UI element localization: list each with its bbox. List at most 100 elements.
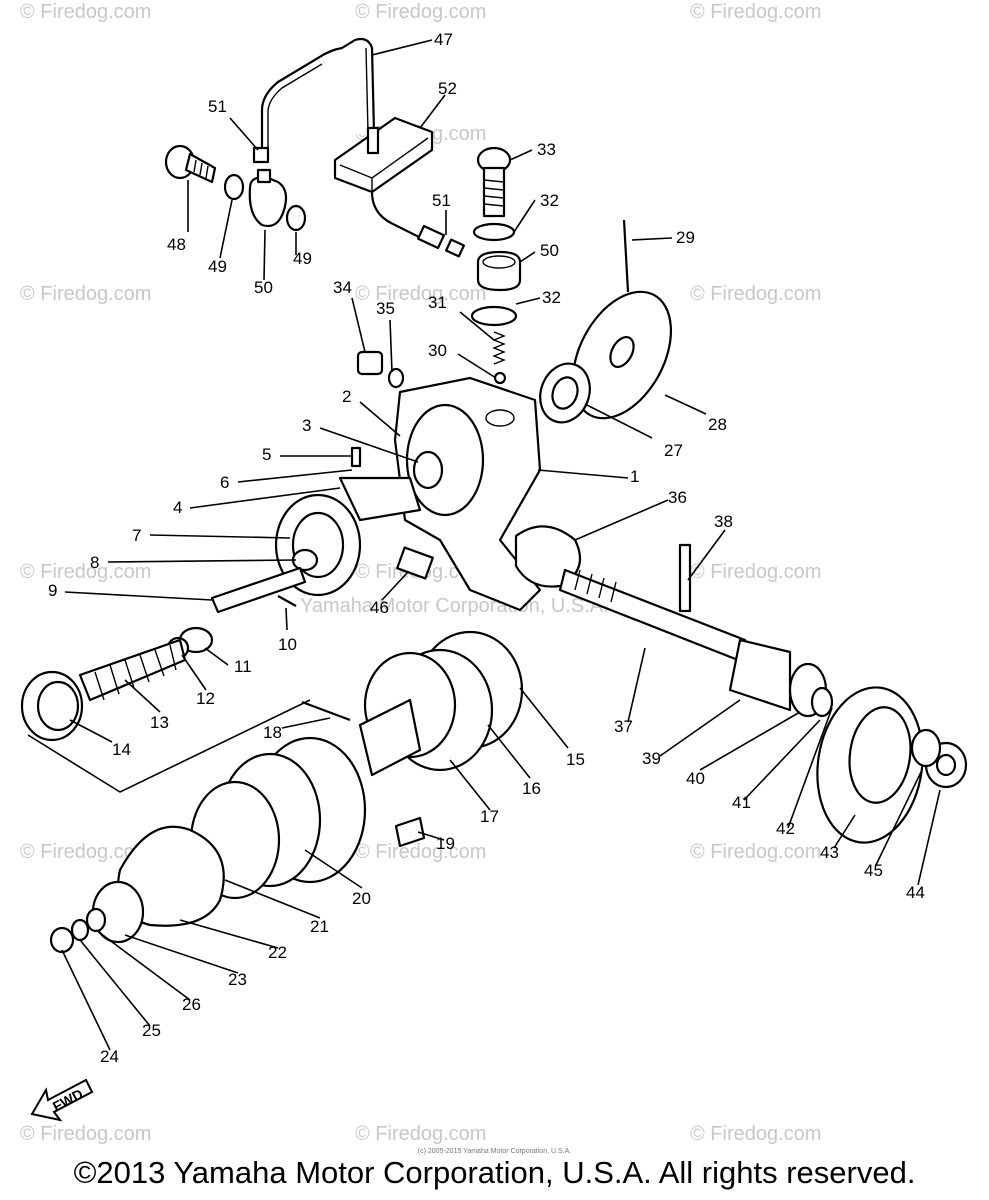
leader-lines: [61, 39, 941, 1051]
callout-31: 31: [428, 293, 447, 312]
callout-46: 46: [370, 598, 389, 617]
callout-4: 4: [173, 498, 182, 517]
ball-30: [493, 371, 507, 385]
gear-3: [412, 450, 444, 490]
parts-artwork: [20, 37, 968, 954]
callout-37: 37: [614, 717, 633, 736]
washer-49: [223, 173, 245, 201]
watermark: © Firedog.com: [355, 841, 486, 863]
hose-47: [260, 37, 376, 150]
callout-26: 26: [182, 995, 201, 1014]
callout-8: 8: [90, 553, 99, 572]
callout-36: 36: [668, 488, 687, 507]
banjo-50-right: [476, 250, 522, 292]
callout-11: 11: [234, 657, 252, 676]
washer-35: [387, 367, 405, 389]
callout-21: 21: [310, 917, 329, 936]
watermark: © Firedog.com: [20, 1123, 151, 1145]
watermark: © Firedog.com: [355, 283, 486, 305]
watermark: © Firedog.com: [355, 1123, 486, 1145]
callout-39: 39: [642, 749, 661, 768]
callout-50b: 50: [540, 241, 559, 260]
nut-24: [49, 926, 75, 954]
watermark-layer: © Firedog.com © Firedog.com © Firedog.co…: [20, 1, 821, 1145]
callout-51: 51: [208, 97, 227, 116]
callout-1: 1: [630, 467, 639, 486]
fwd-arrow-icon: FWD: [30, 1078, 94, 1122]
callout-52: 52: [438, 79, 457, 98]
spring-31: [492, 331, 506, 365]
callout-23: 23: [228, 970, 247, 989]
callout-10: 10: [278, 635, 297, 654]
callout-22: 22: [268, 943, 287, 962]
callout-labels: 47 52 51 48 49 50 49 33 32 51 50 29 34 3…: [48, 30, 925, 1066]
washer-26: [85, 907, 107, 933]
callout-5: 5: [262, 445, 271, 464]
callout-27: 27: [664, 441, 683, 460]
callout-9: 9: [48, 581, 57, 600]
callout-42: 42: [776, 819, 795, 838]
callout-51b: 51: [432, 191, 451, 210]
shaft-4: [338, 476, 422, 522]
copyright-footer: ©2013 Yamaha Motor Corporation, U.S.A. A…: [73, 1155, 916, 1190]
watermark: © Firedog.com: [20, 561, 151, 583]
washer-49b: [285, 204, 307, 232]
callout-12: 12: [196, 689, 215, 708]
watermark: © Firedog.com: [690, 283, 821, 305]
small-copyright: (c) 2005-2015 Yamaha Motor Corporation, …: [417, 1148, 572, 1155]
callout-43: 43: [820, 843, 839, 862]
callout-30: 30: [428, 341, 447, 360]
pin-10: [277, 595, 297, 607]
spring-13: [78, 638, 187, 702]
washer-25: [70, 918, 90, 942]
callout-14: 14: [112, 740, 131, 759]
callout-44: 44: [906, 883, 925, 902]
plug-34: [356, 350, 384, 376]
washer-32: [472, 222, 516, 242]
callout-34: 34: [333, 278, 352, 297]
collar-39: [728, 638, 792, 712]
washer-41: [810, 686, 834, 718]
gear-45: [910, 728, 942, 768]
banjo-50: [248, 176, 288, 228]
pin-18: [301, 700, 351, 722]
callout-49: 49: [208, 257, 227, 276]
callout-28: 28: [708, 415, 727, 434]
callout-29: 29: [676, 228, 695, 247]
callout-47: 47: [434, 30, 453, 49]
watermark: © Firedog.com: [20, 1, 151, 23]
pipe-52: [366, 126, 380, 155]
callout-2: 2: [342, 387, 351, 406]
callout-48: 48: [167, 235, 186, 254]
washer-32b: [470, 305, 518, 327]
bushing-8: [291, 548, 319, 572]
watermark: © Firedog.com: [20, 283, 151, 305]
callout-41: 41: [732, 793, 751, 812]
callout-3: 3: [302, 416, 311, 435]
callout-49b: 49: [293, 249, 312, 268]
callout-35: 35: [376, 299, 395, 318]
callout-17: 17: [480, 807, 499, 826]
center-watermark: Yamaha Motor Corporation, U.S.A.: [300, 595, 609, 617]
callout-7: 7: [132, 526, 141, 545]
screw-19: [394, 816, 426, 848]
callout-19: 19: [436, 834, 455, 853]
fitting-51: [416, 224, 446, 250]
watermark: © Firedog.com: [20, 841, 151, 863]
pin-6: [350, 446, 362, 468]
bolt-46: [396, 546, 434, 580]
watermark: © Firedog.com: [690, 1, 821, 23]
callout-32: 32: [540, 191, 559, 210]
watermark: © Firedog.com: [690, 1123, 821, 1145]
callout-16: 16: [522, 779, 541, 798]
watermark: © Firedog.com: [690, 841, 821, 863]
callout-20: 20: [352, 889, 371, 908]
callout-6: 6: [220, 473, 229, 492]
callout-45: 45: [864, 861, 883, 880]
callout-15: 15: [566, 750, 585, 769]
pin-29: [622, 219, 630, 293]
watermark: © Firedog.com: [355, 1, 486, 23]
watermark: © Firedog.com: [690, 561, 821, 583]
callout-13: 13: [150, 713, 169, 732]
